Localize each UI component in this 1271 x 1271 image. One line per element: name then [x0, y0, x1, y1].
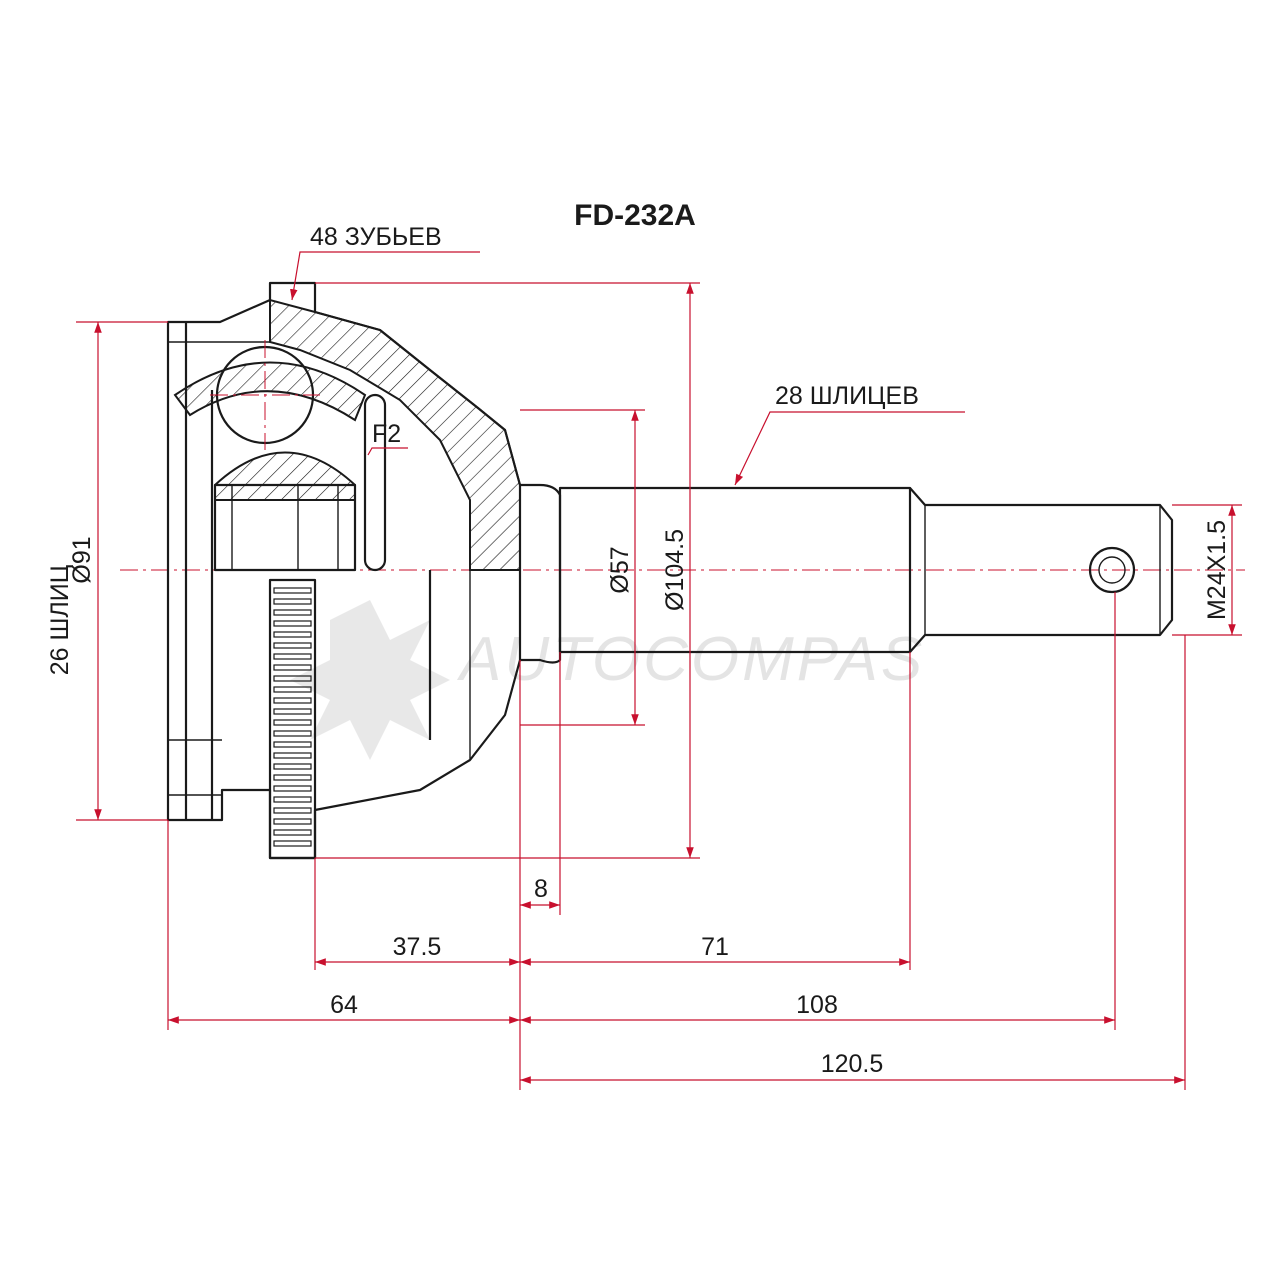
abs-tooth	[273, 774, 312, 781]
abs-tooth	[273, 829, 312, 836]
abs-tooth	[273, 609, 312, 616]
abs-tooth	[273, 620, 312, 627]
abs-tooth	[273, 708, 312, 715]
retaining-ring-f2	[363, 393, 387, 572]
dim-120-5: 120.5	[821, 1050, 884, 1078]
abs-tooth	[273, 730, 312, 737]
dim-thread: M24X1.5	[1203, 520, 1231, 620]
abs-tooth	[273, 598, 312, 605]
abs-tooth	[273, 686, 312, 693]
teeth-label: 48 ЗУБЬЕВ	[310, 223, 442, 251]
dim-64: 64	[330, 991, 358, 1019]
abs-tooth	[273, 719, 312, 726]
dim-outer-diameter: Ø91	[68, 536, 96, 583]
inner-splines-label: 26 ШЛИЦ	[46, 564, 74, 675]
abs-tooth	[273, 664, 312, 671]
abs-tooth	[273, 818, 312, 825]
abs-tooth	[273, 697, 312, 704]
dim-108: 108	[796, 991, 838, 1019]
inner-race-assembly	[173, 340, 387, 572]
abs-tooth	[273, 631, 312, 638]
splines-label: 28 ШЛИЦЕВ	[775, 382, 919, 410]
dim-abs-diameter: Ø104.5	[661, 529, 689, 611]
f2-label: F2	[372, 420, 401, 448]
stub-shaft	[520, 483, 1174, 664]
abs-tooth	[273, 763, 312, 770]
abs-tooth	[273, 752, 312, 759]
abs-tooth	[273, 587, 312, 594]
abs-tooth	[273, 642, 312, 649]
dim-37-5: 37.5	[393, 933, 442, 961]
abs-tooth	[273, 675, 312, 682]
dim-8: 8	[534, 875, 548, 903]
abs-tooth	[273, 653, 312, 660]
abs-tooth	[273, 796, 312, 803]
abs-tooth	[273, 807, 312, 814]
part-number-title: FD-232A	[574, 199, 696, 232]
dim-71: 71	[701, 933, 729, 961]
watermark-logo: AUTOCOMPAS	[290, 600, 922, 760]
dimension-lines	[76, 251, 1242, 1090]
abs-tooth	[273, 840, 312, 847]
abs-tooth	[273, 785, 312, 792]
dim-shaft-diameter: Ø57	[606, 546, 634, 593]
abs-tone-ring	[268, 578, 317, 860]
cotter-pin-hole	[1088, 546, 1136, 594]
abs-tooth	[273, 741, 312, 748]
